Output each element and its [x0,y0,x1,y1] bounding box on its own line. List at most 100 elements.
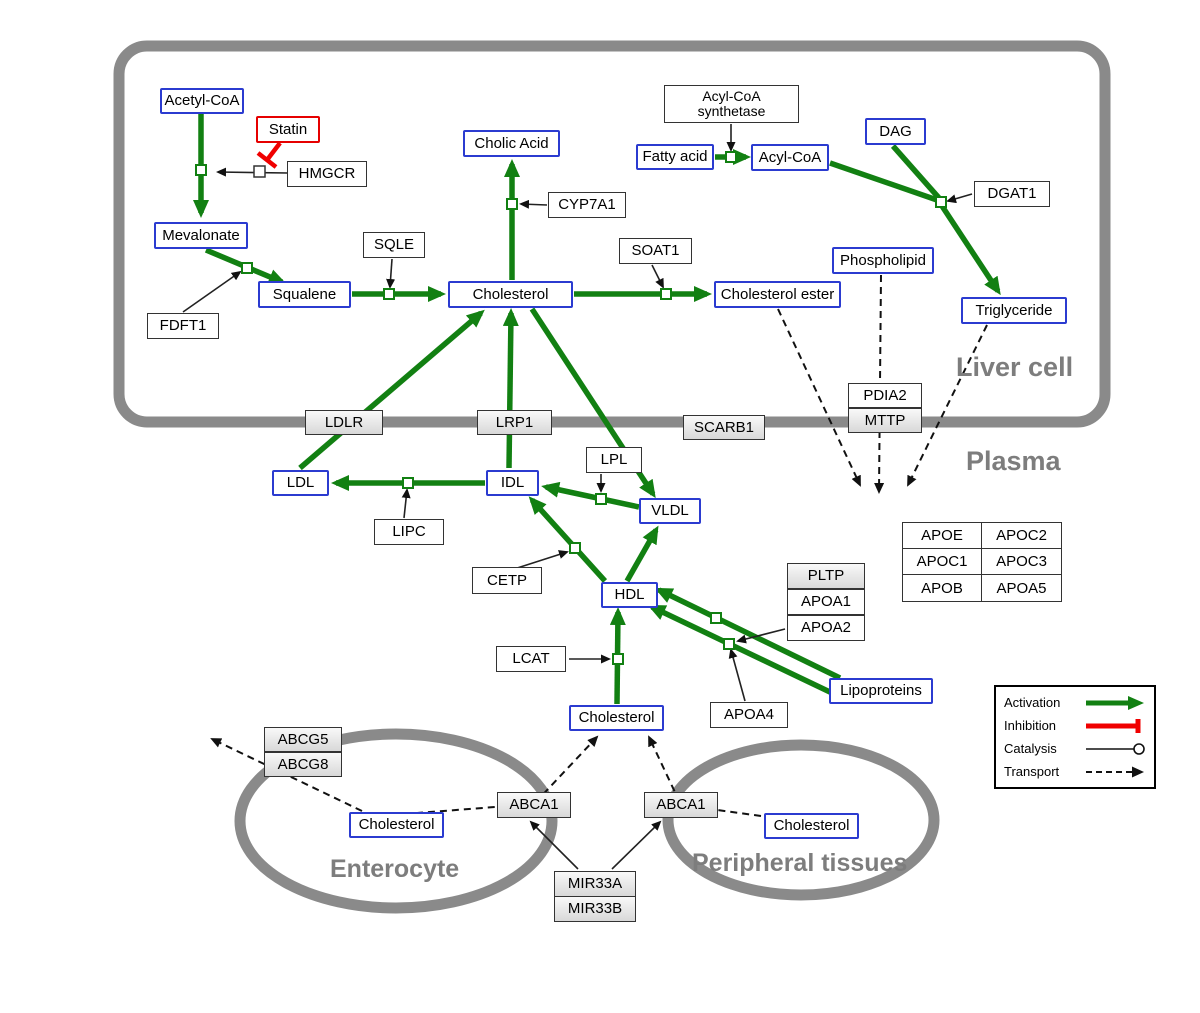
legend-inhibition-label: Inhibition [1004,718,1057,733]
catalysis-dgat1 [946,193,973,204]
node-lipoproteins[interactable]: Lipoproteins [829,678,933,704]
node-cholesterol-plasma[interactable]: Cholesterol [569,705,664,731]
edge-idl-livercholesterol [502,308,519,469]
regulation-mir33-abca1-right [611,820,662,870]
node-lpl[interactable]: LPL [586,447,642,473]
node-apoa2[interactable]: APOA2 [787,615,865,641]
node-phospholipid[interactable]: Phospholipid [832,247,934,274]
node-pdia2[interactable]: PDIA2 [848,383,922,408]
catalysis-apoa4 [728,648,746,702]
node-cholesterol-ester[interactable]: Cholesterol ester [714,281,841,308]
node-mir33b[interactable]: MIR33B [554,896,636,922]
node-lcat[interactable]: LCAT [496,646,566,672]
node-idl[interactable]: IDL [486,470,539,496]
inhibition-edges [256,141,282,169]
node-hmgcr[interactable]: HMGCR [287,161,367,187]
apo-cell[interactable]: APOE [903,523,982,549]
node-acetyl-coa[interactable]: Acetyl-CoA [160,88,244,114]
apolipoprotein-table: APOE APOC2 APOC1 APOC3 APOB APOA5 [902,522,1062,602]
node-abcg8[interactable]: ABCG8 [264,752,342,777]
catalysis-apoa-stack [736,628,786,644]
compartment-outlines [113,40,1111,914]
node-soat1[interactable]: SOAT1 [619,238,692,264]
catalysis-edges [182,124,973,870]
edge-acylcoa-dgat1node [829,160,938,203]
plasma-label: Plasma [966,446,1061,476]
catalysis-symbol-icon [1086,742,1145,755]
apo-cell[interactable]: APOA5 [982,575,1061,601]
inhibition-symbol-icon [1086,718,1141,733]
statin-junction-square [253,165,266,178]
catalysis-sqle [386,258,396,289]
enterocyte-outline [234,728,558,914]
transport-enterocyte-abcg5g8-out [210,738,363,812]
node-apoa1[interactable]: APOA1 [787,589,865,615]
node-scarb1[interactable]: SCARB1 [683,415,765,440]
edge-dgat1node-triglyceride [939,204,1001,296]
node-mevalonate[interactable]: Mevalonate [154,222,248,249]
node-abca1-enterocyte[interactable]: ABCA1 [497,792,571,818]
node-abca1-peripheral[interactable]: ABCA1 [644,792,718,818]
node-triglyceride[interactable]: Triglyceride [961,297,1067,324]
node-dgat1[interactable]: DGAT1 [974,181,1050,207]
catalysis-lipc [401,488,411,519]
node-lrp1[interactable]: LRP1 [477,410,552,435]
reaction-nodes [195,151,947,665]
node-cholesterol-enterocyte[interactable]: Cholesterol [349,812,444,838]
peripheral-tissues-label: Peripheral tissues [692,849,908,877]
node-fdft1[interactable]: FDFT1 [147,313,219,339]
node-vldl[interactable]: VLDL [639,498,701,524]
transport-cholesterolester-plasma [777,308,861,487]
peripheral-tissues-outline [662,739,940,901]
activation-edges [193,114,1001,705]
apo-cell[interactable]: APOC2 [982,523,1061,549]
node-sqle[interactable]: SQLE [363,232,425,258]
regulation-mir33-abca1-left [529,820,579,870]
node-mir33a[interactable]: MIR33A [554,871,636,897]
node-cholesterol-liver[interactable]: Cholesterol [448,281,573,308]
transport-peripheral-abca1-plasma [648,735,762,817]
node-apoa4[interactable]: APOA4 [710,702,788,728]
inhibition-statin-hmgcr-tbar [256,151,278,169]
apo-cell[interactable]: APOC3 [982,549,1061,575]
liver-cell-label: Liver cell [956,352,1074,382]
node-dag[interactable]: DAG [865,118,926,145]
legend-catalysis-label: Catalysis [1004,741,1057,756]
node-mttp[interactable]: MTTP [848,408,922,433]
enterocyte-label: Enterocyte [330,855,460,883]
edge-lipoproteins-hdl-upper [654,587,842,681]
edge-dag-dgat1node [890,144,942,200]
node-pltp[interactable]: PLTP [787,563,865,589]
node-acyl-coa-2[interactable]: Acyl-CoA [751,144,829,171]
node-ldlr[interactable]: LDLR [305,410,383,435]
liver-cell-outline [113,40,1111,428]
node-lipc[interactable]: LIPC [374,519,444,545]
apo-cell[interactable]: APOC1 [903,549,982,575]
edge-ldl-livercholesterol [298,309,485,471]
node-acyl-coa-synthetase[interactable]: Acyl-CoA synthetase [664,85,799,123]
node-hdl[interactable]: HDL [601,582,658,608]
catalysis-fdft1 [182,270,242,313]
transport-triglyceride-plasma [907,324,988,487]
node-squalene[interactable]: Squalene [258,281,351,308]
node-cholic-acid[interactable]: Cholic Acid [463,130,560,157]
legend-transport-label: Transport [1004,764,1060,779]
inhibition-statin-hmgcr-line [265,141,282,162]
node-cyp7a1[interactable]: CYP7A1 [548,192,626,218]
edge-vldl-idl [541,481,640,510]
legend-activation-label: Activation [1004,695,1061,710]
catalysis-soat1 [651,264,664,289]
node-fatty-acid[interactable]: Fatty acid [636,144,714,170]
legend: Activation Inhibition Catalysis Transpor… [994,685,1156,789]
node-statin[interactable]: Statin [256,116,320,143]
node-ldl[interactable]: LDL [272,470,329,496]
node-abcg5[interactable]: ABCG5 [264,727,342,752]
node-cetp[interactable]: CETP [472,567,542,594]
acyl-coa-synthetase-line2: synthetase [697,103,766,119]
activation-symbol-icon [1086,695,1144,710]
node-cholesterol-peripheral[interactable]: Cholesterol [764,813,859,839]
apo-cell[interactable]: APOB [903,575,982,601]
catalysis-hmgcr [216,167,289,177]
